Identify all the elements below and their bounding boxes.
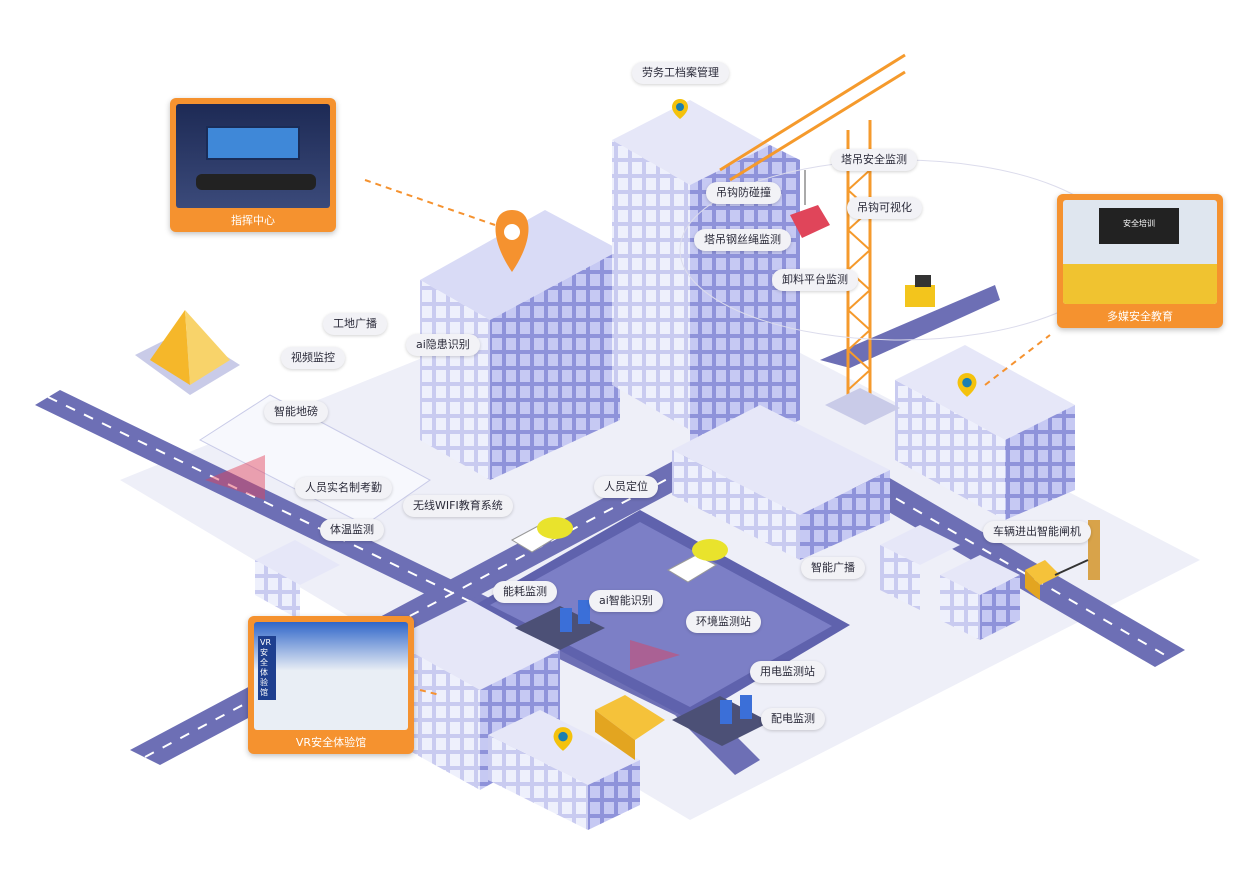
label-wifi-education: 无线WIFI教育系统 [403, 495, 513, 517]
building-low-center [672, 405, 890, 560]
label-smart-broadcast: 智能广播 [801, 557, 865, 579]
gate-arm [1054, 520, 1100, 580]
vr-experience-card[interactable]: VR安全体验馆 VR安全体验馆 [248, 616, 414, 754]
vr-experience-caption: VR安全体验馆 [295, 736, 367, 749]
label-power-station: 用电监测站 [750, 661, 825, 683]
large-location-pin [495, 210, 529, 272]
screen-text: 安全培训 [1123, 219, 1155, 228]
classroom-image: 安全培训 [1063, 200, 1217, 304]
camera-beam-2 [630, 640, 680, 670]
school-bus [595, 695, 665, 760]
building-right [895, 345, 1075, 520]
distribution-cabinets [672, 695, 770, 746]
label-hook-visual: 吊钩可视化 [847, 197, 922, 219]
location-pin-icon [672, 99, 688, 119]
tall-building-left [420, 210, 620, 480]
label-crane-safety: 塔吊安全监测 [831, 149, 917, 171]
label-site-broadcast: 工地广播 [323, 313, 387, 335]
label-distribution: 配电监测 [761, 708, 825, 730]
forklift [905, 275, 935, 307]
label-temperature: 体温监测 [320, 519, 384, 541]
building-left-small [255, 540, 340, 620]
energy-cabinets [515, 600, 605, 650]
label-energy-monitor: 能耗监测 [493, 581, 557, 603]
pyramid-monument [135, 310, 240, 395]
camera-beam [205, 455, 265, 500]
location-pin-icon [957, 373, 977, 397]
vr-sign: VR安全体验馆 [258, 636, 276, 700]
label-ai-recognition: ai智能识别 [589, 590, 663, 612]
command-center-card[interactable]: 指挥中心 [170, 98, 336, 232]
building-bottom [390, 600, 640, 830]
vr-hall-image: VR安全体验馆 [254, 622, 408, 730]
small-houses-right [880, 525, 1020, 640]
mixer-truck-1 [510, 517, 573, 553]
label-realname-attendance: 人员实名制考勤 [295, 477, 392, 499]
road-markings [47, 396, 1171, 758]
connectors [364, 179, 1051, 696]
label-unload-platform: 卸料平台监测 [772, 269, 858, 291]
label-crane-wire: 塔吊钢丝绳监测 [694, 229, 791, 251]
label-hook-anticollision: 吊钩防碰撞 [706, 182, 781, 204]
command-center-image [176, 104, 330, 208]
label-labor-archive: 劳务工档案管理 [632, 62, 729, 84]
command-center-caption: 指挥中心 [231, 214, 275, 227]
label-ai-hazard: ai隐患识别 [406, 334, 480, 356]
label-personnel-location: 人员定位 [594, 476, 658, 498]
location-pin-icon [553, 727, 573, 751]
mixer-truck-2 [666, 539, 728, 583]
label-vehicle-gate: 车辆进出智能闸机 [983, 521, 1091, 543]
label-video-monitor: 视频监控 [281, 347, 345, 369]
delivery-truck [1025, 560, 1060, 600]
label-smart-scale: 智能地磅 [264, 401, 328, 423]
crane-load [790, 170, 830, 238]
label-environment-station: 环境监测站 [686, 611, 761, 633]
multimedia-education-caption: 多媒安全教育 [1107, 310, 1173, 323]
crane-base [825, 388, 900, 425]
multimedia-education-card[interactable]: 安全培训 多媒安全教育 [1057, 194, 1223, 328]
